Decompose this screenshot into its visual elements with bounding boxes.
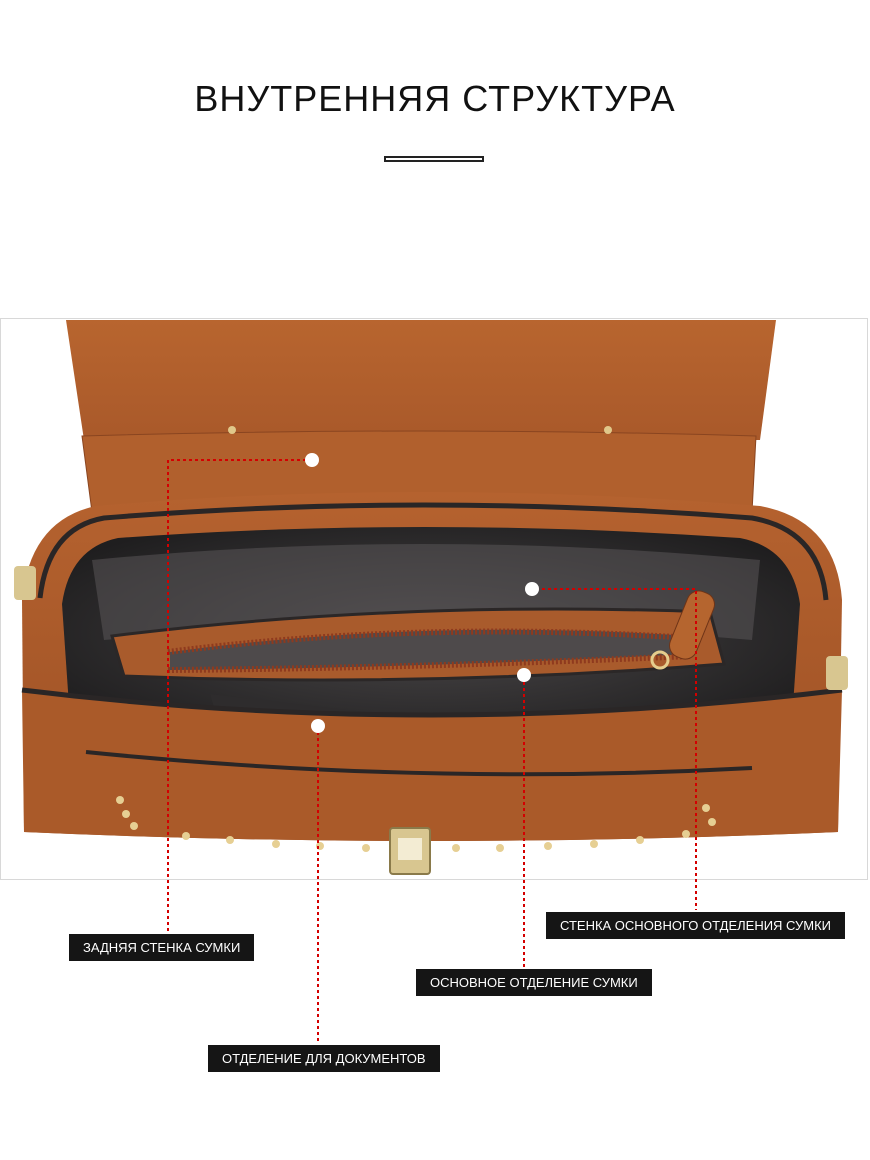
label-main-wall: СТЕНКА ОСНОВНОГО ОТДЕЛЕНИЯ СУМКИ	[546, 912, 846, 939]
zipper-pull	[669, 590, 715, 660]
label-main-compartment: ОСНОВНОЕ ОТДЕЛЕНИЕ СУМКИ	[416, 969, 652, 996]
callout-dot-main-wall	[525, 582, 539, 596]
label-back-wall: ЗАДНЯЯ СТЕНКА СУМКИ	[69, 934, 255, 961]
bag-flap	[66, 320, 776, 440]
page-title: ВНУТРЕННЯЯ СТРУКТУРА	[194, 78, 676, 119]
callout-dots	[305, 453, 539, 733]
zipper-teeth	[167, 628, 691, 655]
bag-front-wall	[22, 690, 842, 841]
title-divider	[384, 156, 484, 162]
studs	[116, 796, 716, 852]
label-document-compartment: ОТДЕЛЕНИЕ ДЛЯ ДОКУМЕНТОВ	[208, 1045, 440, 1072]
callout-dot-back-wall	[305, 453, 319, 467]
callout-dot-documents	[311, 719, 325, 733]
callout-dot-main-compartment	[517, 668, 531, 682]
leader-lines	[167, 459, 697, 1044]
